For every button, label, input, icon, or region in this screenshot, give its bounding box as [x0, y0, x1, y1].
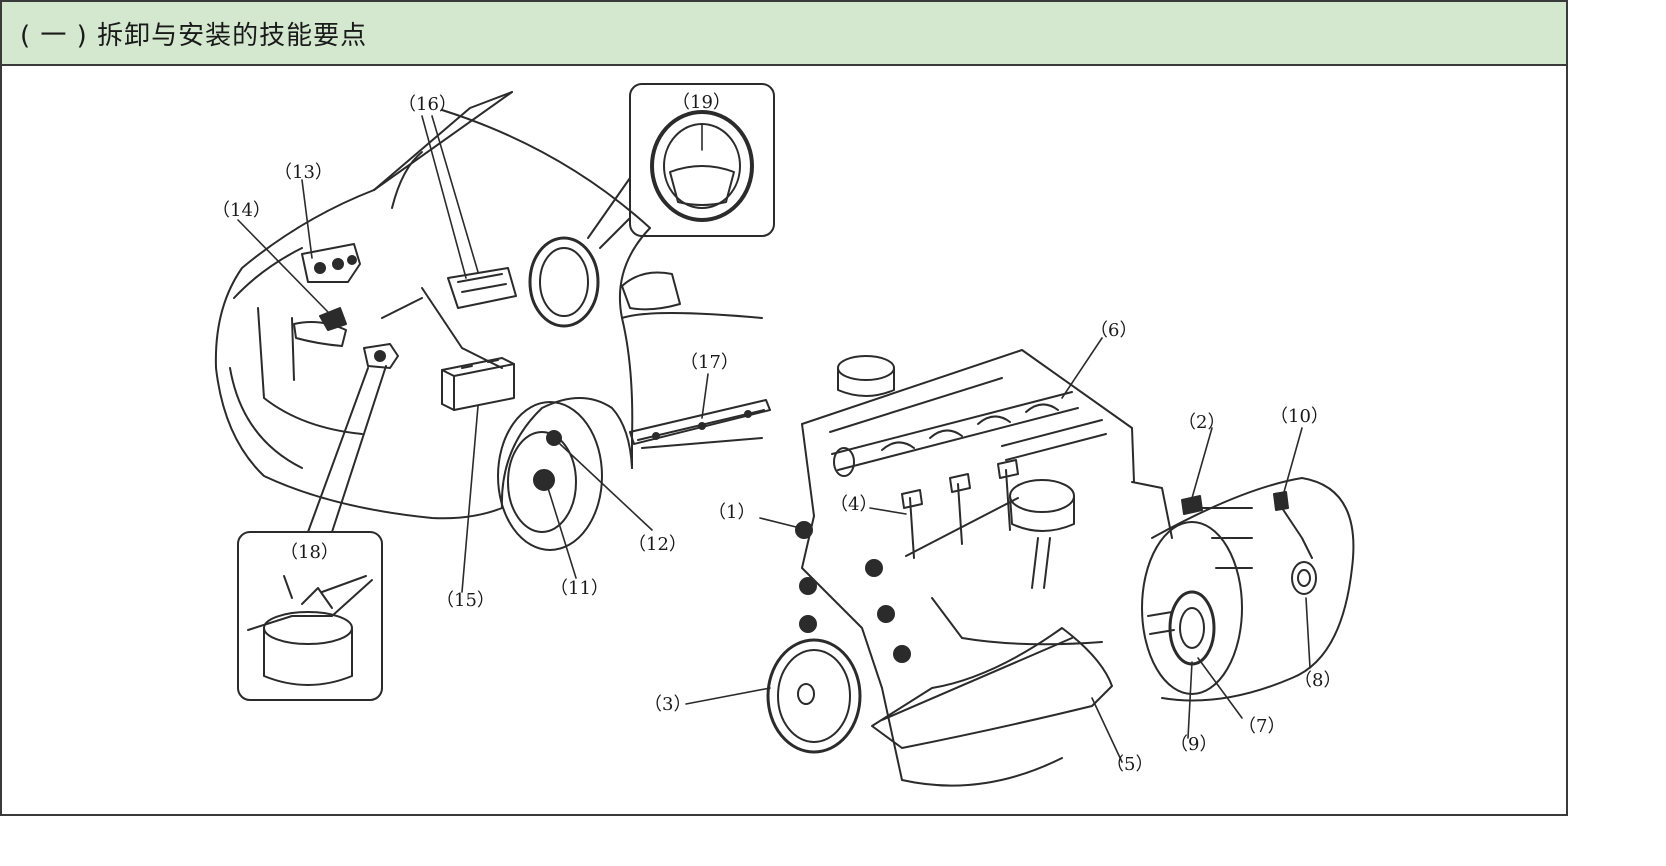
part-15-battery: [441, 357, 515, 411]
steering-wheel-on-car: [528, 236, 600, 328]
part-18-sensor-on-car: [363, 343, 399, 369]
callout-labels: （1） （2） （3） （4） （5） （6） （7） （8） （9） （10）…: [212, 92, 1341, 775]
part-14-sensor: [319, 307, 347, 331]
leader-lines: [237, 115, 1311, 763]
callout-2: （2）: [1178, 412, 1225, 433]
callout-15: （15）: [436, 590, 495, 611]
callout-6: （6）: [1090, 320, 1137, 341]
callout-3: （3）: [644, 694, 691, 715]
callout-5: （5）: [1106, 754, 1153, 775]
part-12-sensor: [546, 430, 562, 446]
part-13-sensor: [301, 243, 361, 283]
engine-drawing: [766, 349, 1355, 787]
part-17-sill: [629, 399, 771, 445]
callout-4: （4）: [830, 494, 877, 515]
callout-12: （12）: [628, 534, 687, 555]
part-16-module: [447, 267, 517, 309]
illustration-canvas: （1） （2） （3） （4） （5） （6） （7） （8） （9） （10）…: [212, 83, 1355, 787]
callout-16: （16）: [398, 94, 457, 115]
section-header: ( 一 ) 拆卸与安装的技能要点: [2, 2, 1566, 66]
car-drawing: [214, 91, 763, 551]
section-title: ( 一 ) 拆卸与安装的技能要点: [20, 21, 368, 51]
callout-13: （13）: [274, 162, 333, 183]
callout-1: （1）: [708, 502, 755, 523]
callout-14: （14）: [212, 200, 271, 221]
callout-10: （10）: [1270, 406, 1329, 427]
callout-18: （18）: [280, 542, 339, 563]
callout-19: （19）: [672, 92, 731, 113]
callout-7: （7）: [1238, 716, 1285, 737]
callout-11: （11）: [550, 578, 609, 599]
assembly-illustration: （1） （2） （3） （4） （5） （6） （7） （8） （9） （10）…: [2, 68, 1566, 814]
page-frame: ( 一 ) 拆卸与安装的技能要点: [0, 0, 1568, 816]
callout-9: （9）: [1170, 734, 1217, 755]
callout-17: （17）: [680, 352, 739, 373]
inset-18-sensor: [237, 365, 387, 701]
callout-8: （8）: [1294, 670, 1341, 691]
